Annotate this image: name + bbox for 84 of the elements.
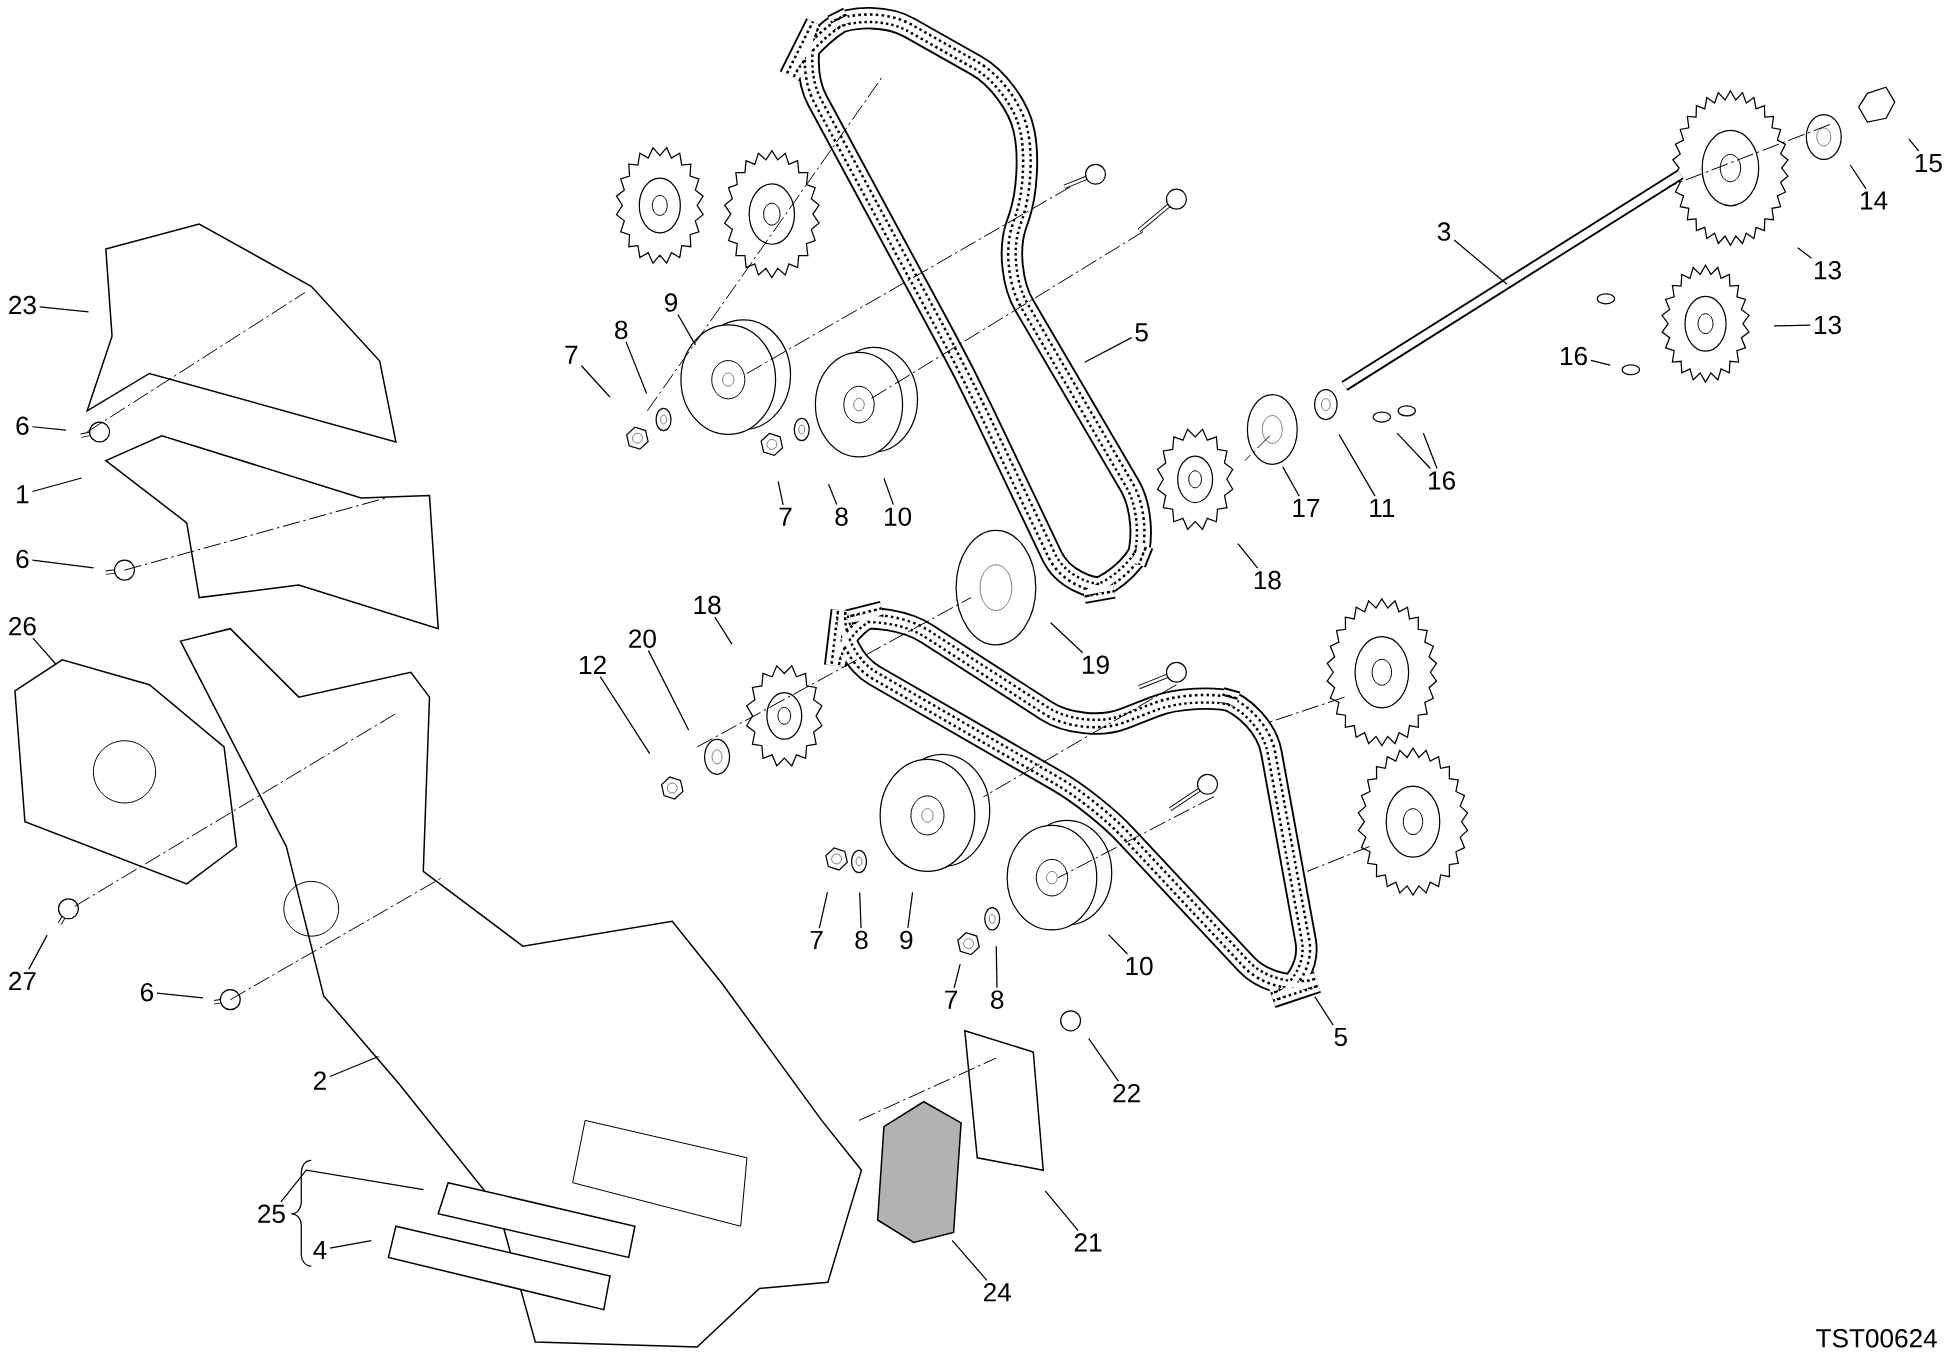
leader-line: [1282, 466, 1300, 497]
leader-line: [32, 637, 57, 666]
callout-number: 2: [314, 1071, 326, 1090]
leader-line: [39, 306, 90, 313]
callout-number: 8: [615, 320, 628, 340]
leader-line: [951, 1239, 988, 1282]
leader-line: [859, 892, 862, 929]
callout-number: 22: [1113, 1084, 1140, 1103]
callout-number: 18: [694, 595, 721, 615]
leader-line: [1338, 433, 1376, 497]
callout-number: 12: [580, 655, 606, 675]
callout-number: 16: [1561, 346, 1587, 366]
callout-number: 19: [1083, 655, 1109, 675]
callout-number: 5: [1334, 1028, 1347, 1047]
callout-number: 1: [17, 485, 29, 504]
callout-number: 13: [1815, 261, 1841, 280]
callout-number: 6: [16, 416, 29, 436]
leader-line: [714, 616, 733, 645]
callout-number: 7: [945, 990, 958, 1009]
callout-number: 18: [1254, 571, 1281, 590]
leader-line: [1107, 934, 1129, 955]
leader-line: [31, 426, 67, 431]
leader-line: [677, 314, 696, 346]
callout-number: 3: [1437, 222, 1451, 241]
callout-number: 16: [1429, 471, 1455, 490]
leader-line: [1088, 1038, 1119, 1082]
leader-line: [1797, 247, 1813, 259]
callout-number: 7: [565, 345, 578, 364]
callout-number: 9: [664, 293, 678, 312]
callout-number: 6: [16, 549, 29, 569]
leader-line: [1396, 432, 1431, 470]
leader-line: [599, 676, 651, 755]
leader-line: [647, 650, 690, 732]
callout-number: 27: [9, 972, 36, 991]
drawing-code: TST00624: [1816, 1329, 1937, 1348]
leader-line: [580, 365, 611, 398]
leader-line: [31, 477, 83, 493]
callout-number: 8: [991, 990, 1004, 1010]
leader-line: [1084, 337, 1133, 364]
callout-number: 15: [1915, 154, 1942, 173]
leader-line: [1908, 138, 1920, 152]
leader-line: [883, 477, 894, 506]
leader-line: [1237, 543, 1259, 569]
callout-number: 14: [1861, 191, 1888, 210]
callout-number: 24: [983, 1283, 1011, 1302]
leader-line: [818, 891, 829, 929]
callout-number: 20: [629, 629, 656, 649]
leader-line: [329, 1240, 372, 1249]
leader-line: [28, 934, 48, 970]
leader-line: [953, 963, 961, 989]
callout-number: 10: [1126, 956, 1153, 976]
callout-number: 7: [779, 507, 792, 526]
leader-line: [1849, 164, 1867, 190]
leader-line: [31, 559, 95, 569]
callout-number: 25: [258, 1204, 285, 1224]
leader-line: [1050, 622, 1084, 654]
callout-number: 21: [1074, 1233, 1102, 1252]
callout-number: 6: [140, 983, 154, 1002]
leader-line: [1590, 359, 1611, 366]
leader-line: [1773, 324, 1811, 327]
callout-number: 17: [1293, 499, 1320, 518]
leader-line: [827, 483, 838, 506]
leader-line: [1314, 996, 1334, 1026]
callout-number: 23: [9, 295, 36, 315]
callout-number: 8: [855, 930, 868, 950]
callout-number: 4: [313, 1241, 327, 1260]
callout-number: 26: [9, 617, 36, 636]
callout-number: 13: [1815, 315, 1841, 335]
callout-number: 10: [885, 507, 912, 527]
leader-line: [777, 480, 784, 506]
leader-line: [1453, 239, 1508, 286]
leader-line: [156, 992, 204, 999]
leader-line: [280, 1169, 425, 1203]
leader-line: [995, 945, 998, 989]
callout-number: 5: [1135, 323, 1148, 342]
callout-number: 8: [835, 507, 848, 527]
callout-number: 11: [1370, 499, 1395, 518]
callout-number: 7: [810, 931, 823, 950]
leader-line: [1422, 432, 1438, 470]
leader-line: [329, 1056, 380, 1078]
callout-number: 9: [900, 930, 913, 950]
leader-line: [907, 891, 914, 929]
leader-line: [625, 341, 648, 395]
leader-line: [1044, 1190, 1079, 1232]
